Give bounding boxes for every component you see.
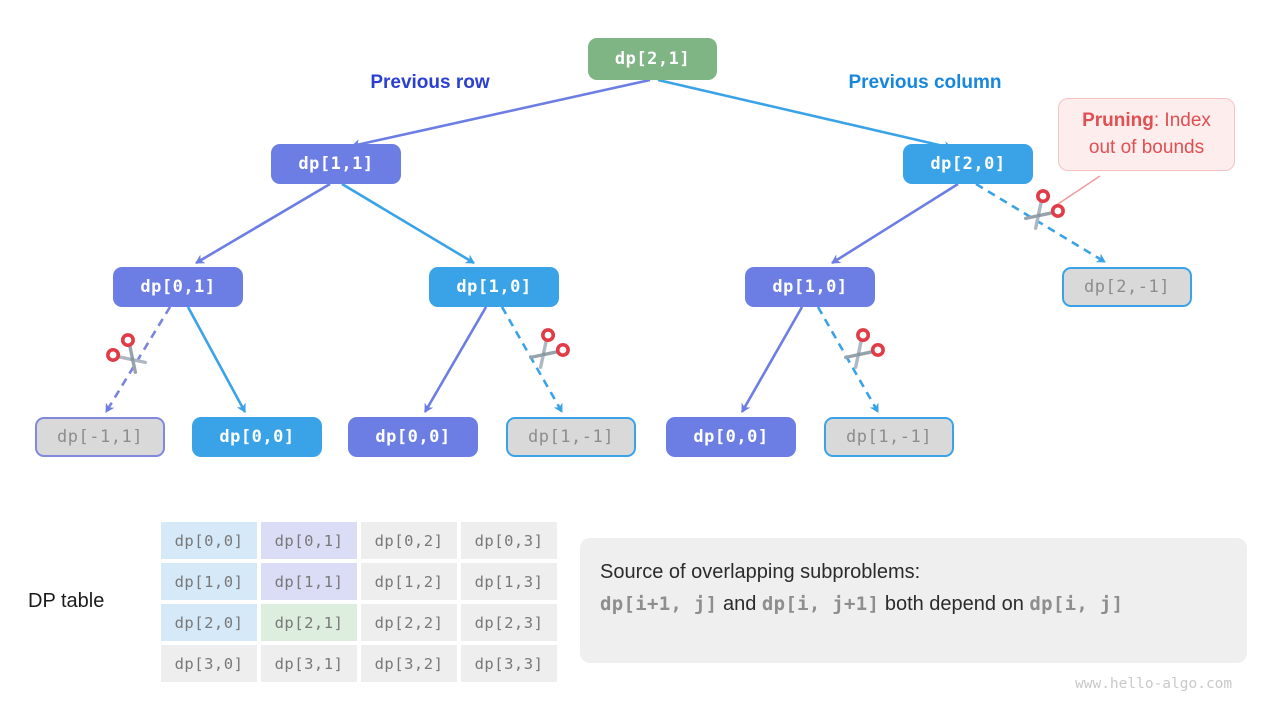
edge-rl-rll [740,306,804,413]
previous-row-label: Previous row [370,72,490,93]
tree-node-dp-0-0: dp[0,0] [192,417,322,457]
dp-table-cell: dp[3,1] [261,645,357,682]
edge-r1-rl [831,182,959,265]
code-dp-i1-j: dp[i+1, j] [600,593,718,615]
code-dp-i-j: dp[i, j] [1029,593,1124,615]
dp-table: dp[0,0] dp[0,1] dp[0,2] dp[0,3] dp[1,0] … [161,522,557,682]
tree-node-dp-1-0: dp[1,0] [429,267,559,307]
edge-l1-lr [341,182,475,265]
tree-node-dp-1-1: dp[1,1] [271,144,401,184]
callout-tail-line [1051,175,1101,209]
tree-node-dp-0-0: dp[0,0] [348,417,478,457]
dp-table-cell: dp[2,0] [161,604,257,641]
scissors-icon [103,330,154,381]
dp-table-cell: dp[1,0] [161,563,257,600]
tree-node-dp-2-1-root: dp[2,1] [588,38,717,80]
dp-table-cell: dp[3,2] [361,645,457,682]
edge-ll-llr [186,306,247,413]
dp-table-label: DP table [28,590,105,612]
tree-node-dp-0-0: dp[0,0] [666,417,796,457]
tree-node-dp-1-0: dp[1,0] [745,267,875,307]
note-line1: Source of overlapping subproblems: [600,561,921,583]
dp-table-cell: dp[0,1] [261,522,357,559]
overlapping-subproblems-note: Source of overlapping subproblems: dp[i+… [580,538,1247,663]
dp-table-cell: dp[0,2] [361,522,457,559]
dp-table-cell: dp[1,1] [261,563,357,600]
dp-table-cell: dp[0,3] [461,522,557,559]
edge-r1-rr-pruned [975,182,1106,264]
tree-node-dp-1--1-pruned: dp[1,-1] [506,417,636,457]
dp-table-cell: dp[2,2] [361,604,457,641]
edge-l1-ll [195,182,331,265]
code-dp-i-j1: dp[i, j+1] [761,593,880,615]
pruning-callout-text: Pruning: Index out of bounds [1082,109,1211,158]
previous-column-label: Previous column [848,72,1002,93]
dp-table-cell: dp[1,3] [461,563,557,600]
note-line2: dp[i+1, j] and dp[i, j+1] both depend on… [600,593,1124,615]
dp-table-cell: dp[3,3] [461,645,557,682]
tree-node-dp-2-0: dp[2,0] [903,144,1033,184]
dp-table-cell: dp[3,0] [161,645,257,682]
dp-table-cell: dp[2,1] [261,604,357,641]
dp-table-cell: dp[0,0] [161,522,257,559]
watermark: www.hello-algo.com [1075,676,1233,692]
edge-root-r1 [657,78,953,152]
edge-lr-lrr-pruned [500,306,564,413]
scissors-icon [1017,186,1068,237]
edge-root-l1 [351,78,651,150]
edge-lr-lrl [423,306,488,413]
scissors-icon [522,325,573,376]
tree-node-dp-1--1-pruned: dp[1,-1] [824,417,954,457]
pruning-callout: Pruning: Index out of bounds [1058,98,1235,171]
tree-node-dp-0-1: dp[0,1] [113,267,243,307]
tree-node-dp-2--1-pruned: dp[2,-1] [1062,267,1192,307]
dp-table-cell: dp[2,3] [461,604,557,641]
scissors-icon [837,325,888,376]
tree-node-dp--1-1-pruned: dp[-1,1] [35,417,165,457]
dp-table-cell: dp[1,2] [361,563,457,600]
edge-rl-rlr-pruned [816,306,880,413]
